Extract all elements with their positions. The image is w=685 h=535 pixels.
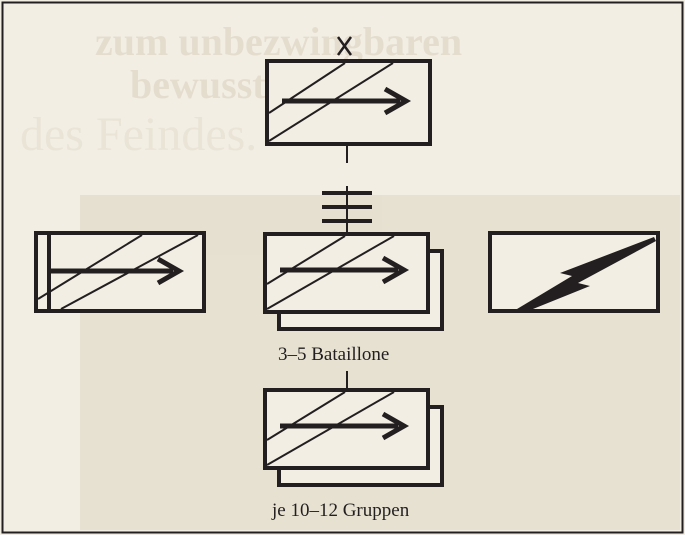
arrow-head: [383, 86, 412, 116]
diagonal-line: [266, 391, 346, 441]
arrow-head: [381, 411, 410, 441]
diagonal-line: [268, 62, 346, 114]
diagonal-line: [37, 234, 143, 300]
unit-arrow-stacked-icon: [263, 388, 444, 487]
bleed-text-1: zum unbezwingbaren: [95, 19, 462, 64]
unit-arrow-x-icon: [265, 36, 432, 146]
unit-lightning-icon: [488, 231, 660, 313]
x-marker-stroke-2: [336, 36, 353, 56]
arrow-head: [156, 256, 185, 286]
caption-groups: je 10–12 Gruppen: [272, 500, 410, 521]
lightning-bolt: [517, 237, 656, 311]
bleed-text-3: des Feindes.: [20, 108, 257, 161]
regiment-marker-icon: [322, 191, 372, 223]
symbol-box: [488, 231, 660, 313]
caption-battalions: 3–5 Bataillone: [278, 344, 390, 365]
arrow-head: [381, 255, 410, 285]
unit-arrow-bar-icon: [34, 231, 206, 313]
unit-arrow-stacked-icon: [263, 232, 444, 331]
diagonal-line: [266, 235, 346, 285]
